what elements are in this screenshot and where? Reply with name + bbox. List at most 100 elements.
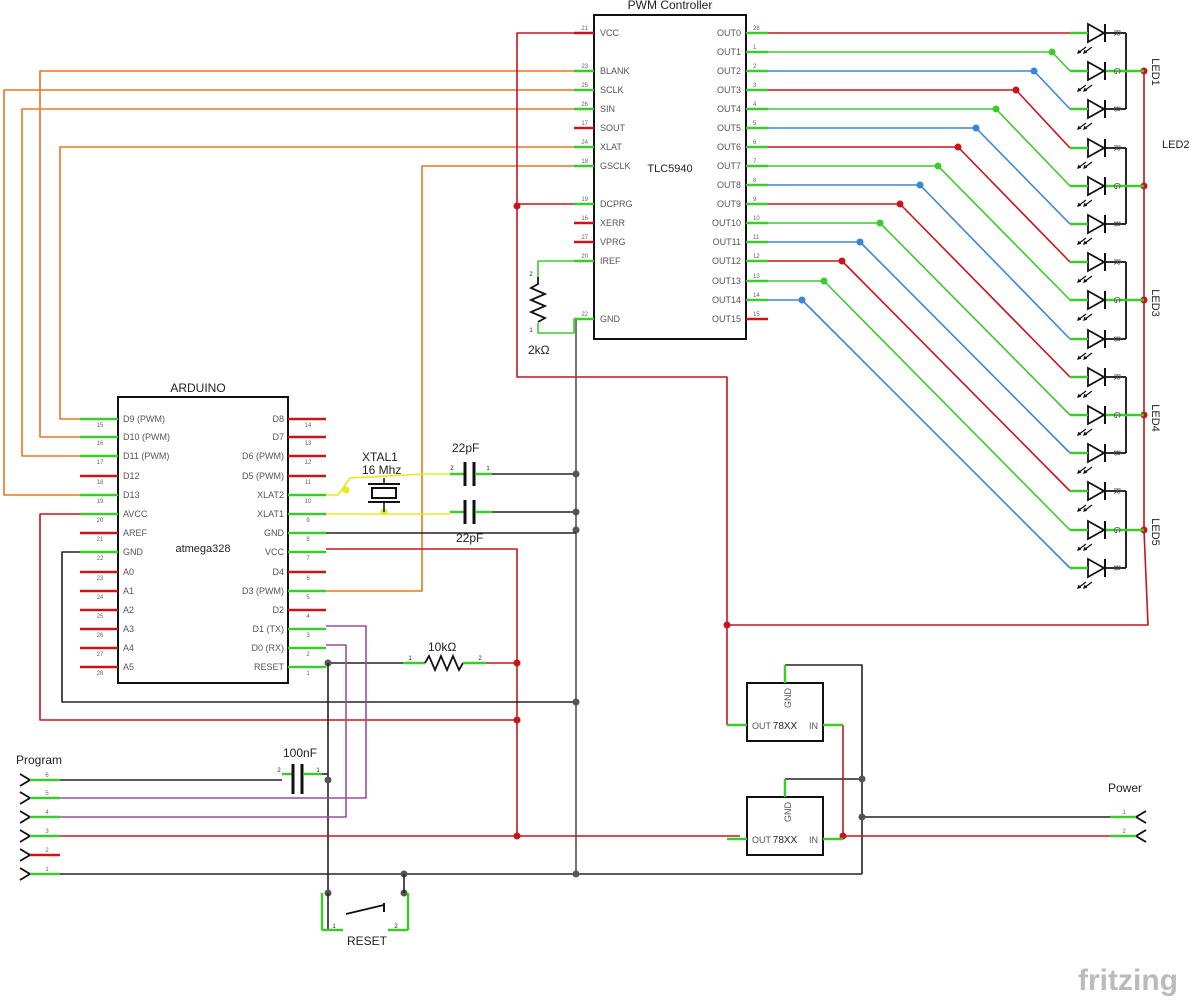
wire-bend-dot (1048, 48, 1056, 56)
program-pin-arrow (19, 810, 32, 824)
tlc-pin-number: 24 (581, 140, 588, 146)
led-color-label-g: G (1112, 182, 1122, 189)
wire-out11 (768, 241, 1071, 454)
power-pin-number: 2 (1122, 829, 1126, 835)
led-group-label: LED5 (1149, 518, 1161, 546)
tlc-name: TLC5940 (647, 163, 692, 175)
reset-resistor (424, 653, 464, 673)
crystal-body (371, 487, 397, 499)
wire-prog-tx (60, 625, 367, 799)
tlc-title: PWM Controller (628, 0, 713, 12)
arduino-pin-number: 6 (306, 576, 310, 582)
tlc-pin-number: 14 (753, 293, 760, 299)
wire-out9 (768, 203, 1071, 378)
cap-pin-number: 2 (450, 466, 454, 472)
tlc-pin-label-out4: OUT4 (717, 104, 741, 114)
tlc-pin-label-sout: SOUT (600, 123, 626, 133)
arduino-pin-number: 15 (97, 423, 104, 429)
tlc-pin-label-gsclk: GSCLK (600, 161, 631, 171)
component-layer: VCC21BLANK23SCLK25SIN26SOUT17XLAT24GSCLK… (19, 14, 1190, 932)
led-diode-b (1087, 442, 1106, 464)
crystal-name: XTAL1 (362, 450, 398, 464)
led-group-label: LED4 (1149, 404, 1161, 432)
arduino-pin-label: AREF (123, 528, 148, 538)
led-light-arrows (1077, 581, 1093, 589)
tlc-pin-label-out2: OUT2 (717, 66, 741, 76)
led-diode-r (1087, 137, 1106, 159)
arduino-pin-label: A4 (123, 643, 134, 653)
wire-bend-dot (838, 257, 846, 265)
tlc-pin-label-vprg: VPRG (600, 237, 626, 247)
junction-dot (324, 776, 332, 784)
tlc-pin-label-vcc: VCC (600, 28, 620, 38)
arduino-pin-label: D8 (272, 414, 284, 424)
cap-bottom-value: 22pF (456, 531, 483, 545)
wire-xtal2 (326, 473, 450, 496)
arduino-pin-number: 8 (306, 537, 310, 543)
junction-dot (513, 659, 521, 667)
junction-dot (858, 775, 866, 783)
led-color-label-g: G (1112, 526, 1122, 533)
led-diode-b (1087, 98, 1106, 120)
tlc-pin-label-out8: OUT8 (717, 180, 741, 190)
led-color-label-r: R (1112, 488, 1122, 495)
arduino-pin-label: D6 (PWM) (242, 451, 284, 461)
wire-out5 (768, 127, 1071, 225)
led-light-arrows (1077, 313, 1093, 321)
arduino-pin-number: 9 (306, 518, 310, 524)
regulator-label: 78XX (773, 721, 798, 732)
led-light-arrows (1077, 237, 1093, 245)
wire-d9-xlat (59, 146, 574, 420)
wire-bend-dot (992, 105, 1000, 113)
arduino-pin-number: 11 (305, 480, 312, 486)
arduino-pin-label: A3 (123, 624, 134, 634)
resistor-pin-number: 2 (529, 272, 533, 278)
tlc-pin-number: 20 (581, 254, 588, 260)
tlc-pin-label-out13: OUT13 (712, 276, 741, 286)
arduino-pin-number: 25 (97, 614, 104, 620)
led-color-label-g: G (1112, 411, 1122, 418)
tlc-pin-number: 19 (581, 197, 588, 203)
wire-bend-dot (876, 219, 884, 227)
led-diode-g (1087, 289, 1106, 311)
fritzing-logo: fritzing (1078, 964, 1178, 997)
tlc-pin-number: 23 (581, 64, 588, 70)
program-pin-arrow (19, 773, 32, 787)
led-diode-r (1087, 480, 1106, 502)
cap-pin-number: 2 (277, 768, 281, 774)
junction-dot (513, 716, 521, 724)
program-pin-number: 4 (45, 810, 49, 816)
arduino-name: atmega328 (175, 543, 230, 555)
tlc-pin-number: 16 (581, 216, 588, 222)
tlc-pin-number: 6 (753, 140, 757, 146)
wire-out13 (768, 280, 1071, 531)
tlc-pin-number: 26 (581, 102, 588, 108)
tlc-pin-label-out11: OUT11 (713, 237, 741, 247)
program-pin-number: 2 (45, 848, 49, 854)
led-light-arrows (1077, 543, 1093, 551)
arduino-pin-label: D0 (RX) (251, 643, 284, 653)
tlc-pin-number: 21 (581, 26, 588, 32)
tlc-pin-number: 25 (581, 83, 588, 89)
wire-vcc-rail (516, 32, 728, 625)
arduino-pin-number: 4 (306, 614, 310, 620)
tlc-pin-number: 9 (753, 197, 757, 203)
tlc-pin-label-out1: OUT1 (717, 47, 741, 57)
regulator-1-body (746, 682, 824, 742)
led-diode-g (1087, 519, 1106, 541)
arduino-pin-number: 5 (306, 595, 310, 601)
prog-cap-value: 100nF (283, 746, 317, 760)
arduino-pin-label: GND (123, 547, 144, 557)
tlc-pin-label-out7: OUT7 (717, 161, 741, 171)
led-light-arrows (1077, 466, 1093, 474)
led-color-label-b: B (1112, 565, 1122, 571)
tlc-pin-number: 2 (753, 64, 757, 70)
wire-bend-dot (1012, 86, 1020, 94)
arduino-pin-number: 23 (97, 576, 104, 582)
tlc-pin-number: 13 (753, 274, 760, 280)
led-color-label-b: B (1112, 106, 1122, 112)
tlc-pin-number: 3 (753, 83, 757, 89)
arduino-pin-label: D13 (123, 490, 140, 500)
led-diode-b (1087, 213, 1106, 235)
